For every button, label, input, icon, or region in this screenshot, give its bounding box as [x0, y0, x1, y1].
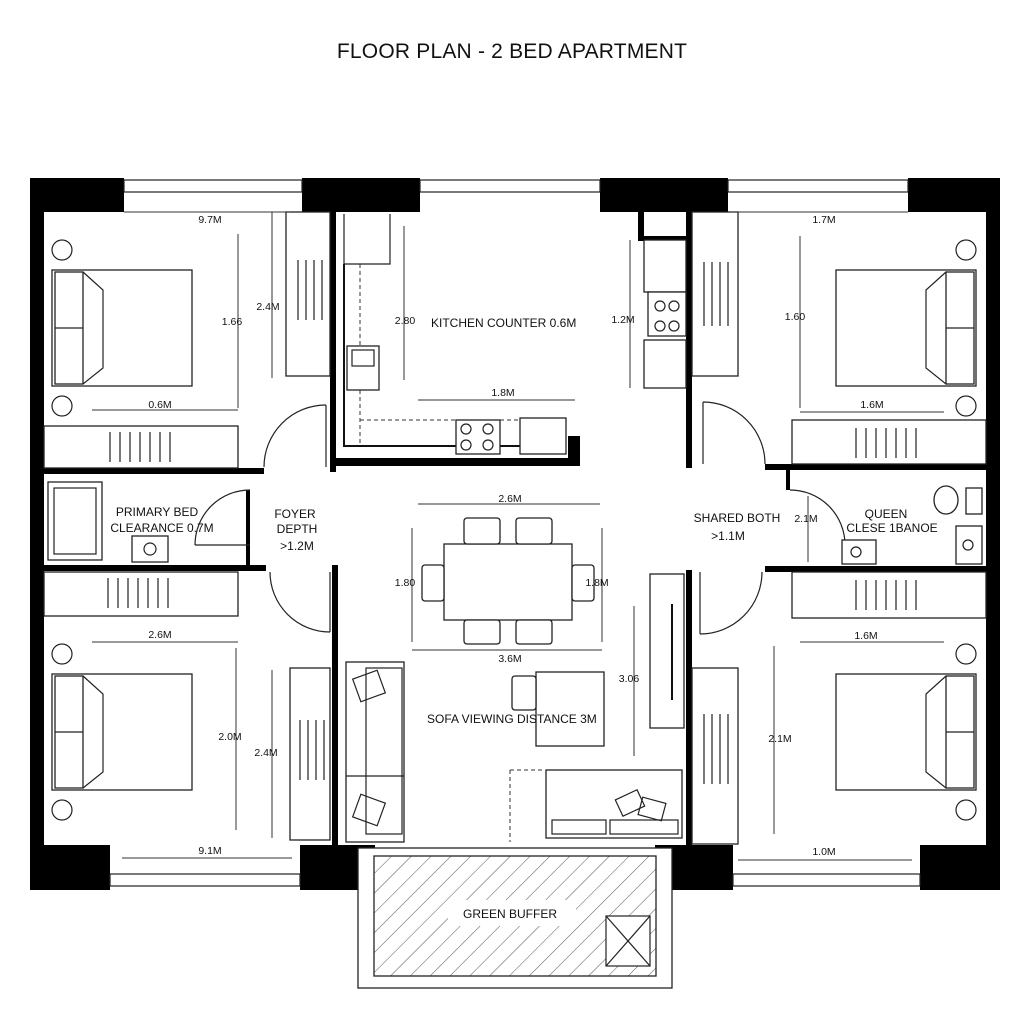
dim-br-width: 1.6M	[854, 630, 877, 642]
label-queen-1: QUEEN	[865, 507, 908, 521]
dim-kitchen-w: 1.8M	[491, 387, 514, 399]
dim-dining-w: 2.6M	[498, 493, 521, 505]
dim-tl-bed: 0.6M	[148, 399, 171, 411]
bathroom-left	[47, 481, 169, 563]
label-foyer-1: FOYER	[274, 507, 316, 521]
label-foyer-3: >1.2M	[280, 539, 314, 553]
dim-bl-height: 2.0M	[218, 731, 241, 743]
label-queen-2: CLESE 1BANOE	[846, 521, 937, 535]
dim-dining-h: 1.80	[395, 577, 416, 589]
bedroom-top-right	[691, 211, 987, 465]
label-kitchen-counter: KITCHEN COUNTER 0.6M	[431, 316, 576, 330]
dim-tl-width: 9.7M	[198, 214, 221, 226]
label-foyer-2: DEPTH	[277, 522, 318, 536]
dim-bl-width: 2.6M	[148, 629, 171, 641]
dim-dining-b: 3.6M	[498, 653, 521, 665]
bedroom-bottom-left	[43, 571, 331, 859]
dim-br-height: 2.1M	[768, 733, 791, 745]
living-area	[345, 573, 685, 843]
dim-dining-r: 1.8M	[585, 577, 608, 589]
dim-living-r: 3.06	[619, 673, 640, 685]
label-sofa-distance: SOFA VIEWING DISTANCE 3M	[427, 712, 597, 726]
bedroom-top-left	[43, 211, 331, 469]
bathroom-right	[807, 485, 983, 565]
label-shared-bath-1: SHARED BOTH	[694, 511, 781, 525]
bedroom-bottom-right	[691, 571, 987, 861]
dim-kitchen-h: 2.80	[395, 315, 416, 327]
dim-bl-bottom: 9.1M	[198, 845, 221, 857]
label-green-buffer: GREEN BUFFER	[463, 907, 557, 921]
dim-tr-height: 1.60	[785, 311, 806, 323]
doors	[194, 401, 846, 635]
green-buffer-balcony	[357, 847, 673, 989]
interior-walls	[44, 212, 986, 845]
kitchen	[343, 214, 687, 455]
dim-tl-wardrobe: 2.4M	[256, 301, 279, 313]
dining-area	[411, 503, 603, 651]
dim-br-bottom: 1.0M	[812, 846, 835, 858]
dim-bl-wardrobe: 2.4M	[254, 747, 277, 759]
dim-tr-bed: 1.6M	[860, 399, 883, 411]
dim-tr-width: 1.7M	[812, 214, 835, 226]
dim-bath-h: 2.1M	[794, 513, 817, 525]
dim-tl-height: 1.66	[222, 316, 243, 328]
label-primary-bed-1: PRIMARY BED	[116, 505, 199, 519]
label-shared-bath-2: >1.1M	[711, 529, 745, 543]
plan-title: FLOOR PLAN - 2 BED APARTMENT	[336, 40, 688, 63]
label-primary-bed-2: CLEARANCE 0.7M	[110, 521, 213, 535]
exterior-walls	[30, 178, 1000, 890]
dim-kitchen-r: 1.2M	[611, 314, 634, 326]
